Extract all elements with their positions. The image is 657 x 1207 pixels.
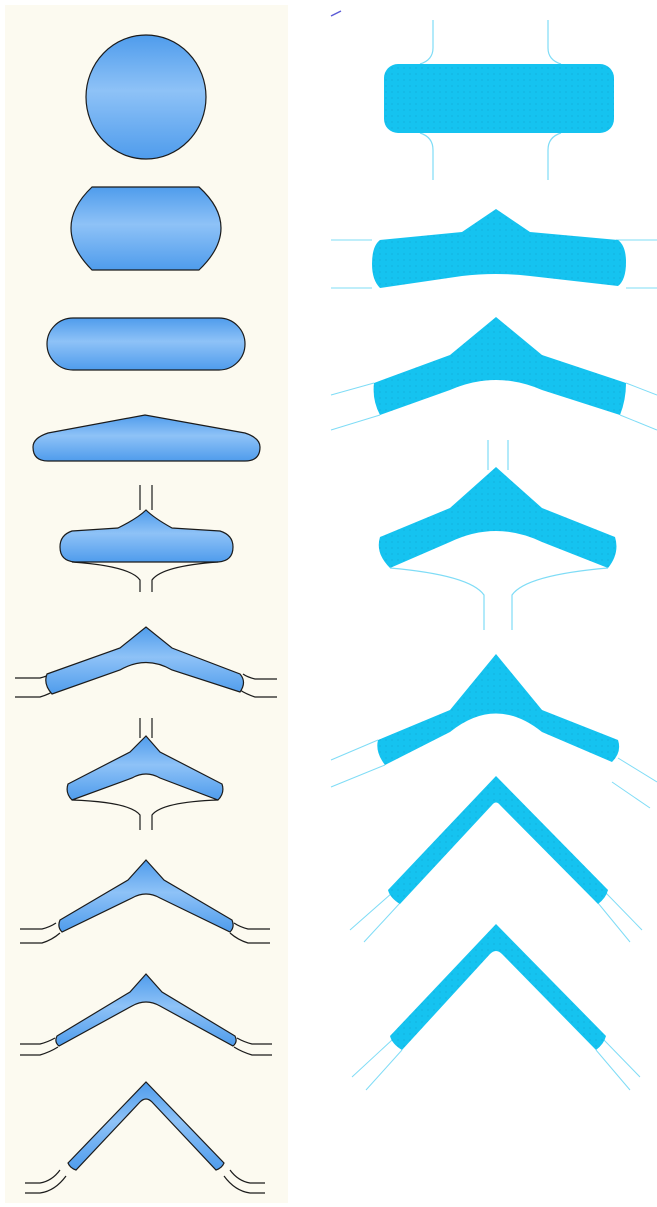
left-stage-3-pill (47, 318, 245, 370)
right-stage-1-rounded-block (384, 20, 614, 180)
left-stage-2-flattened-disc (71, 187, 221, 270)
right-panel (331, 11, 657, 1090)
marker-tick (331, 11, 341, 16)
right-stage-7-narrow-chevron (352, 924, 640, 1090)
left-panel (5, 5, 288, 1203)
right-stage-2-peaked-bar (331, 209, 657, 288)
left-stage-1-billet-circle (86, 35, 206, 159)
right-stage-4-chevron-in-die (379, 440, 617, 630)
right-stage-3-arched-chevron (331, 317, 657, 430)
right-stage-6-narrow-chevron (350, 776, 642, 942)
left-panel-background (5, 5, 288, 1203)
